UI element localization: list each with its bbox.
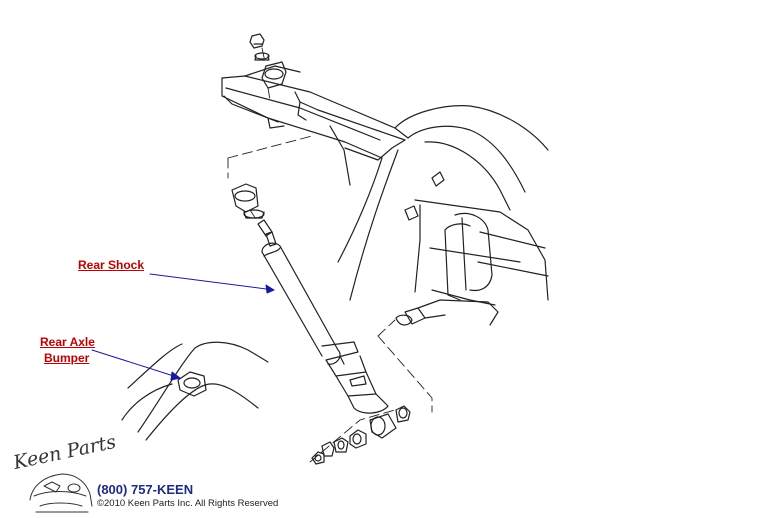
rear-shock-callout[interactable]: Rear Shock xyxy=(78,258,145,272)
rear-axle-bumper-arrowhead xyxy=(170,371,181,381)
leader-arrows xyxy=(91,273,275,381)
logo-car-sketch xyxy=(29,473,93,513)
copyright-notice: ©2010 Keen Parts Inc. All Rights Reserve… xyxy=(97,498,279,509)
rear-axle-bumper-leader xyxy=(91,349,181,379)
shock-lower-hardware xyxy=(311,405,411,465)
rear-axle-bumper-callout[interactable]: Rear Axle Bumper xyxy=(40,334,95,366)
frame-rail xyxy=(221,65,409,186)
rear-shock-arrowhead xyxy=(265,284,275,294)
rear-shock xyxy=(257,219,389,414)
frame-kickup xyxy=(337,105,549,326)
rear-shock-leader xyxy=(149,273,275,291)
phone-number: (800) 757-KEEN xyxy=(97,482,194,497)
rear-axle-bumper-label-line2: Bumper xyxy=(44,351,90,365)
upper-shock-hardware xyxy=(249,33,287,89)
shock-upper-bushings xyxy=(231,183,265,219)
guide-lines xyxy=(227,47,433,463)
rear-axle-housing xyxy=(121,341,269,441)
rear-axle-bumper-label-line1: Rear Axle xyxy=(40,335,95,349)
